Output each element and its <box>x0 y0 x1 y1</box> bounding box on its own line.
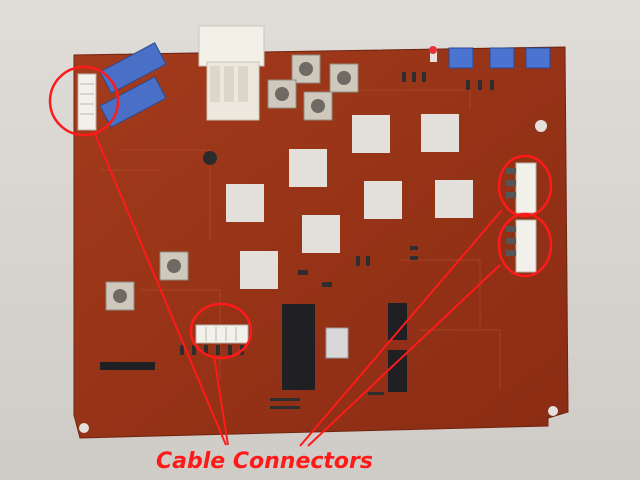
blue-trimmers <box>448 47 551 69</box>
mount-hole <box>548 406 558 416</box>
capacitor <box>203 151 217 165</box>
power-connector <box>198 25 265 121</box>
tactile-buttons <box>105 54 359 311</box>
board-cutouts <box>226 114 473 289</box>
highlight-circles <box>48 65 553 360</box>
pointer-lines <box>94 133 503 447</box>
cable-connector-center <box>195 324 249 344</box>
cable-connector-right-bottom <box>506 219 537 273</box>
led <box>430 48 437 62</box>
mount-hole <box>535 120 547 132</box>
crystal <box>325 327 349 359</box>
mount-hole <box>79 423 89 433</box>
ics <box>100 303 407 392</box>
cable-connector-left <box>77 73 97 131</box>
led-cap <box>429 46 437 54</box>
caption-label: Cable Connectors <box>156 449 373 474</box>
